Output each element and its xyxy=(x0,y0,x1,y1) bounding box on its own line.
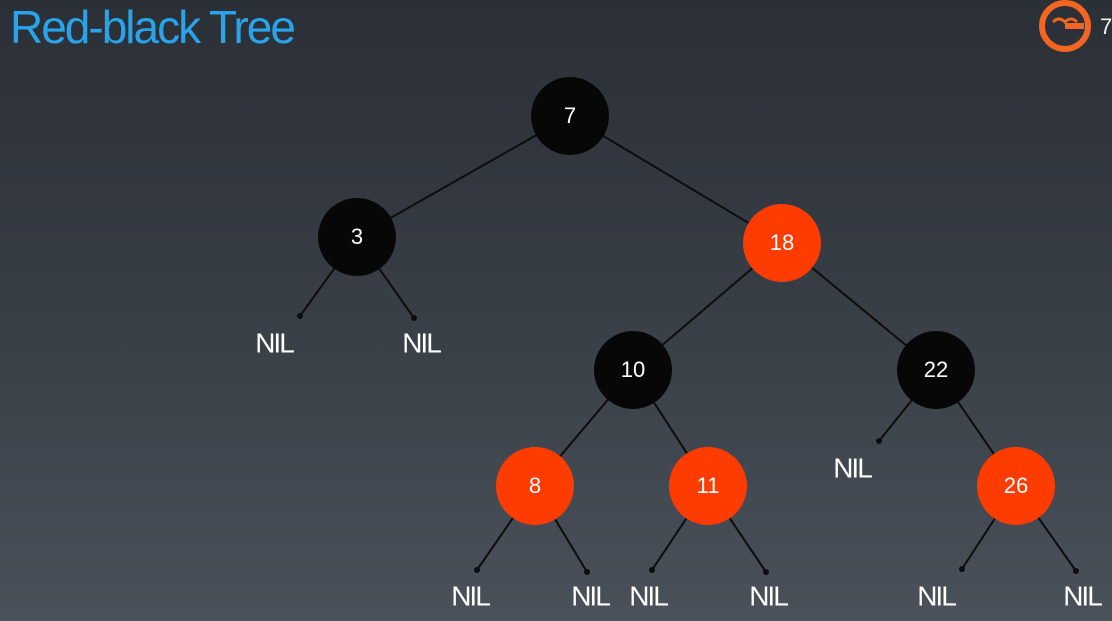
nil-22-left-dot xyxy=(876,438,882,444)
nil-22-left: NIL xyxy=(833,452,872,483)
node-circle-11 xyxy=(669,447,747,525)
node-label-11: 11 xyxy=(697,473,720,498)
nil-8-right-dot xyxy=(584,569,590,575)
node-label-7: 7 xyxy=(564,103,576,128)
geekbang-logo-icon xyxy=(1039,0,1091,52)
page-title: Red-black Tree xyxy=(10,1,296,53)
tree-node-10: 10 xyxy=(594,331,672,409)
node-label-26: 26 xyxy=(1004,473,1028,498)
tree-nodes: 7 3 18 10 22 8 11 26 xyxy=(318,77,1055,525)
nil-3-right-dot xyxy=(411,315,417,321)
nil-8-right: NIL xyxy=(571,580,610,611)
node-label-3: 3 xyxy=(351,224,363,249)
node-circle-26 xyxy=(977,447,1055,525)
tree-node-3: 3 xyxy=(318,198,396,276)
nil-3-left-dot xyxy=(297,313,303,319)
node-label-8: 8 xyxy=(529,473,541,498)
nil-11-right: NIL xyxy=(749,580,788,611)
node-label-10: 10 xyxy=(621,357,645,382)
node-circle-3 xyxy=(318,198,396,276)
edge-n7-n3 xyxy=(356,115,571,238)
nil-8-left: NIL xyxy=(451,580,490,611)
node-label-22: 22 xyxy=(924,357,948,382)
tree-node-18: 18 xyxy=(743,204,821,282)
nil-26-left: NIL xyxy=(917,580,956,611)
tree-node-8: 8 xyxy=(496,447,574,525)
tree-node-26: 26 xyxy=(977,447,1055,525)
nil-3-left: NIL xyxy=(255,327,294,358)
nil-11-right-dot xyxy=(763,569,769,575)
nil-26-left-dot xyxy=(959,566,965,572)
tree-node-7: 7 xyxy=(531,77,609,155)
nil-11-left: NIL xyxy=(629,580,668,611)
edge-n7-n18 xyxy=(569,115,783,244)
nil-11-left-dot xyxy=(649,567,655,573)
node-circle-18 xyxy=(743,204,821,282)
tree-node-11: 11 xyxy=(669,447,747,525)
nil-3-right: NIL xyxy=(402,327,441,358)
node-circle-7 xyxy=(531,77,609,155)
node-circle-10 xyxy=(594,331,672,409)
tree-node-22: 22 xyxy=(897,331,975,409)
nil-8-left-dot xyxy=(474,567,480,573)
node-label-18: 18 xyxy=(770,230,794,255)
node-circle-22 xyxy=(897,331,975,409)
logo-trailing-char: 7 xyxy=(1100,14,1112,39)
nil-26-right: NIL xyxy=(1063,580,1102,611)
nil-leaves: NIL NIL NIL NIL NIL NIL NIL NIL NIL xyxy=(255,313,1104,611)
node-circle-8 xyxy=(496,447,574,525)
nil-26-right-dot xyxy=(1073,568,1079,574)
